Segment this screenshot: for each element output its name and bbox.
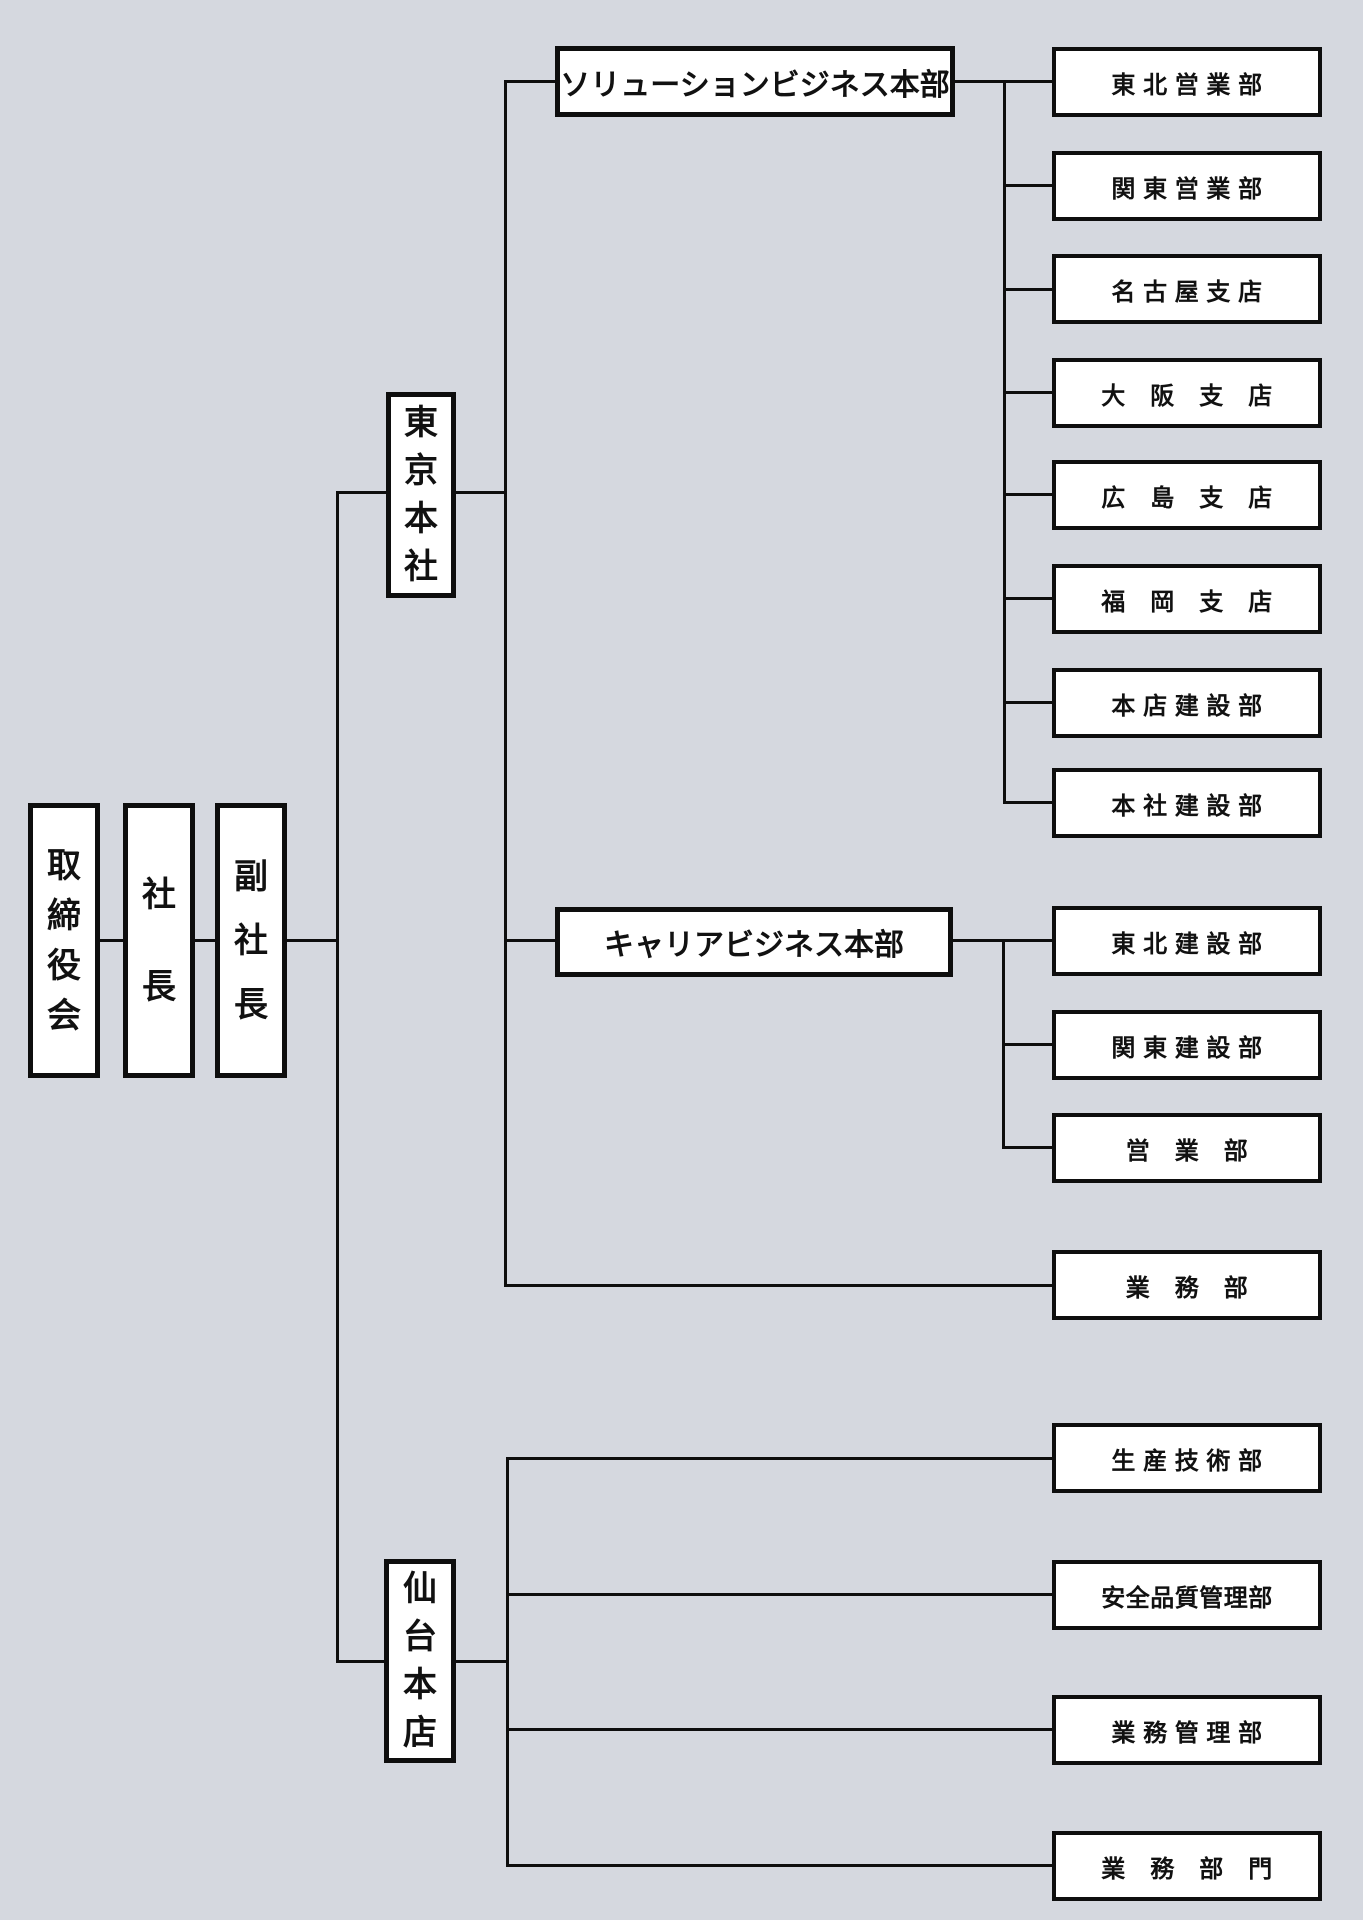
node-board-of-directors: 取締役会 bbox=[28, 803, 100, 1078]
node-operations-division: 業 務 部 門 bbox=[1052, 1831, 1322, 1901]
connector-vice-trunk bbox=[287, 939, 337, 942]
node-label: 広 島 支 店 bbox=[1101, 484, 1273, 512]
node-tohoku-sales-dept: 東 北 営 業 部 bbox=[1052, 47, 1322, 117]
connector-safety-quality bbox=[506, 1593, 1052, 1596]
riser-sendai-children bbox=[506, 1457, 509, 1867]
node-main-branch-construction-dept: 本 店 建 設 部 bbox=[1052, 668, 1322, 738]
node-label: 営 業 部 bbox=[1125, 1137, 1249, 1165]
node-label: 取締役会 bbox=[46, 846, 81, 1035]
connector-honsha-construction bbox=[1003, 801, 1052, 804]
node-label: 業 務 部 bbox=[1125, 1274, 1249, 1302]
node-career-business-division: キャリアビジネス本部 bbox=[555, 907, 953, 977]
riser-solution-children bbox=[1003, 80, 1006, 804]
node-label: キャリアビジネス本部 bbox=[604, 929, 904, 962]
node-safety-quality-management-dept: 安全品質管理部 bbox=[1052, 1560, 1322, 1630]
node-sales-dept: 営 業 部 bbox=[1052, 1113, 1322, 1183]
connector-hiroshima-branch bbox=[1003, 493, 1052, 496]
node-label: ソリューションビジネス本部 bbox=[560, 68, 950, 102]
node-tokyo-head-office: 東京本社 bbox=[386, 392, 456, 598]
node-hiroshima-branch: 広 島 支 店 bbox=[1052, 460, 1322, 530]
connector-tohoku-construction bbox=[1002, 939, 1052, 942]
connector-riser-operations-dept bbox=[504, 1284, 1052, 1287]
node-label: 本 社 建 設 部 bbox=[1111, 792, 1263, 820]
node-label: 関 東 建 設 部 bbox=[1111, 1034, 1263, 1062]
connector-tohoku-sales bbox=[1003, 80, 1052, 83]
connector-riser-career bbox=[504, 939, 555, 942]
connector-kanto-sales bbox=[1003, 184, 1052, 187]
node-president: 社長 bbox=[123, 803, 195, 1078]
node-label: 生 産 技 術 部 bbox=[1111, 1447, 1263, 1475]
connector-sales-dept bbox=[1002, 1146, 1052, 1149]
connector-osaka-branch bbox=[1003, 391, 1052, 394]
node-kanto-construction-dept: 関 東 建 設 部 bbox=[1052, 1010, 1322, 1080]
node-nagoya-branch: 名 古 屋 支 店 bbox=[1052, 254, 1322, 324]
node-fukuoka-branch: 福 岡 支 店 bbox=[1052, 564, 1322, 634]
connector-kanto-construction bbox=[1002, 1043, 1052, 1046]
riser-trunk bbox=[336, 491, 339, 1663]
connector-production-engineering bbox=[506, 1457, 1052, 1460]
connector-sendai-riser bbox=[456, 1660, 507, 1663]
connector-trunk-sendai bbox=[336, 1660, 384, 1663]
node-label: 福 岡 支 店 bbox=[1101, 588, 1273, 616]
connector-board-president bbox=[100, 939, 123, 942]
connector-riser-solution bbox=[504, 80, 555, 83]
node-label: 東 北 営 業 部 bbox=[1111, 71, 1263, 99]
node-label: 業 務 管 理 部 bbox=[1111, 1719, 1263, 1747]
node-operations-management-dept: 業 務 管 理 部 bbox=[1052, 1695, 1322, 1765]
connector-tokyo-riser bbox=[456, 491, 507, 494]
node-label: 本 店 建 設 部 bbox=[1111, 692, 1263, 720]
node-solution-business-division: ソリューションビジネス本部 bbox=[555, 46, 955, 117]
node-label: 副社長 bbox=[233, 857, 268, 1024]
node-label: 大 阪 支 店 bbox=[1101, 382, 1273, 410]
node-sendai-main-office: 仙台本店 bbox=[384, 1559, 456, 1763]
node-tohoku-construction-dept: 東 北 建 設 部 bbox=[1052, 906, 1322, 976]
connector-solution-riser bbox=[955, 80, 1006, 83]
connector-honten-construction bbox=[1003, 701, 1052, 704]
node-head-office-construction-dept: 本 社 建 設 部 bbox=[1052, 768, 1322, 838]
node-label: 社長 bbox=[141, 875, 176, 1006]
connector-president-vice bbox=[195, 939, 215, 942]
node-operations-dept: 業 務 部 bbox=[1052, 1250, 1322, 1320]
node-production-engineering-dept: 生 産 技 術 部 bbox=[1052, 1423, 1322, 1493]
node-label: 安全品質管理部 bbox=[1101, 1584, 1273, 1612]
node-osaka-branch: 大 阪 支 店 bbox=[1052, 358, 1322, 428]
node-vice-president: 副社長 bbox=[215, 803, 287, 1078]
node-label: 東 北 建 設 部 bbox=[1111, 930, 1263, 958]
connector-career-riser bbox=[953, 939, 1003, 942]
riser-tokyo bbox=[504, 80, 507, 1287]
connector-operations-management bbox=[506, 1728, 1052, 1731]
node-kanto-sales-dept: 関 東 営 業 部 bbox=[1052, 151, 1322, 221]
node-label: 関 東 営 業 部 bbox=[1111, 175, 1263, 203]
connector-nagoya-branch bbox=[1003, 288, 1052, 291]
connector-operations-division bbox=[506, 1864, 1052, 1867]
node-label: 東京本社 bbox=[403, 404, 438, 586]
connector-trunk-tokyo bbox=[336, 491, 386, 494]
connector-fukuoka-branch bbox=[1003, 597, 1052, 600]
node-label: 業 務 部 門 bbox=[1101, 1855, 1273, 1883]
node-label: 仙台本店 bbox=[402, 1570, 437, 1752]
node-label: 名 古 屋 支 店 bbox=[1111, 278, 1263, 306]
